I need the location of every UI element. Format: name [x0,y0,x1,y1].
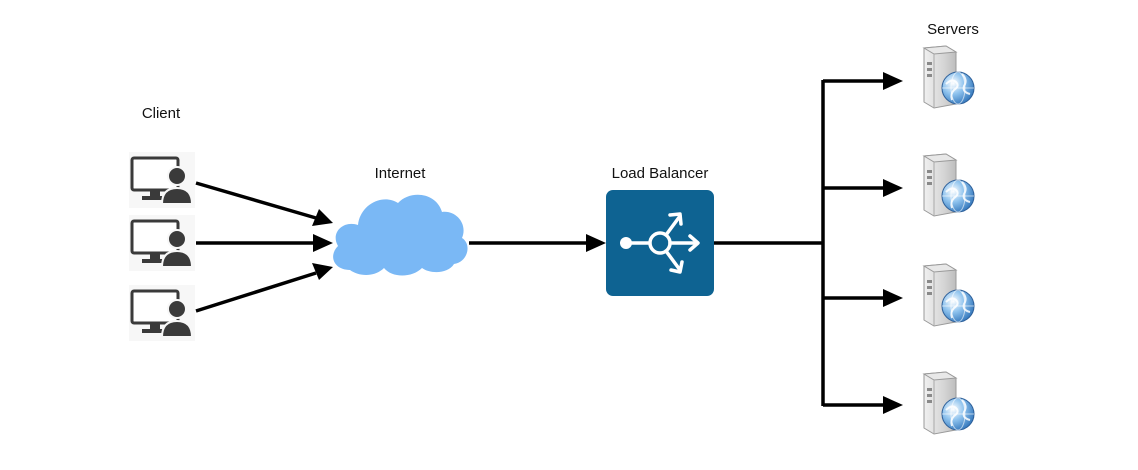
load-balancer [606,190,714,296]
load-balancer-icon [626,212,700,274]
internet-label: Internet [375,165,427,182]
computer-user-icon [127,150,197,210]
lb-source-dot [620,237,632,249]
computer-user-icon [127,213,197,273]
web-server-icon [923,263,975,327]
server-2 [923,153,975,217]
web-server-icon [923,371,975,435]
client-to-internet-arrows [195,181,333,313]
client-computer-1 [127,150,197,210]
lb-to-servers-connectors [714,72,903,414]
web-server-icon [923,45,975,109]
server-3 [923,263,975,327]
client-label: Client [142,105,181,122]
client-computer-3 [127,283,197,343]
computer-user-icon [127,283,197,343]
server-1 [923,45,975,109]
internet-to-lb-arrow [469,234,606,252]
web-server-icon [923,153,975,217]
internet-cloud [333,194,468,276]
client-computer-2 [127,213,197,273]
load-balancer-label: Load Balancer [612,165,709,182]
servers-label: Servers [927,21,979,38]
server-4 [923,371,975,435]
cloud-icon [333,194,468,276]
